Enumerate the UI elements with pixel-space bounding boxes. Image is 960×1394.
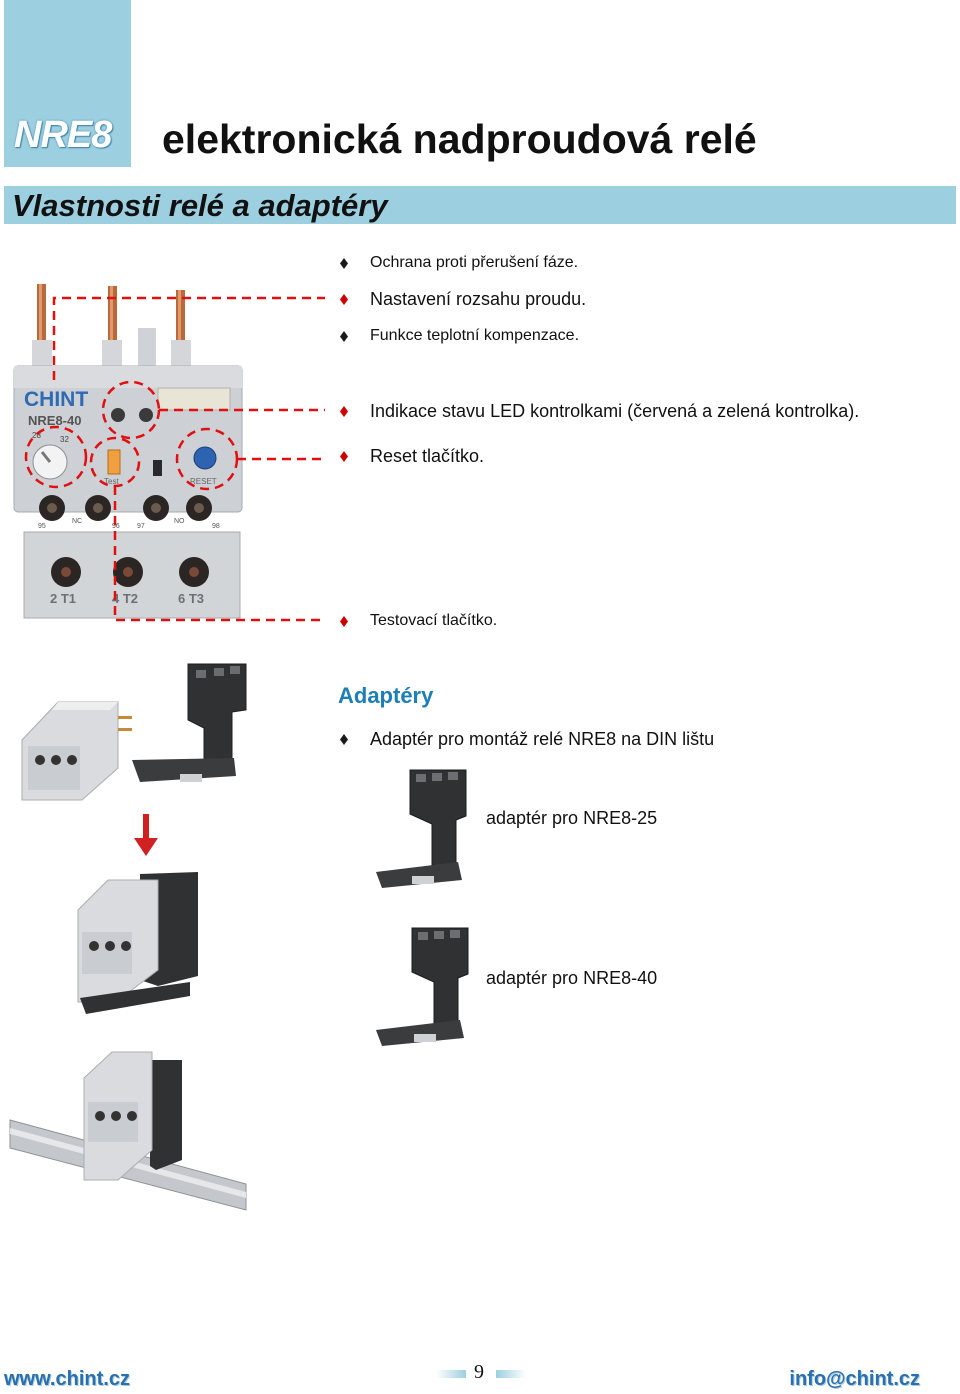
arrow-down-icon: [134, 814, 158, 856]
feature-item: Testovací tlačítko.: [340, 612, 497, 630]
terminal-96-label: 96: [112, 523, 120, 530]
relay-on-din-rail: [9, 1051, 247, 1211]
svg-text:28: 28: [32, 431, 41, 440]
adapter-caption: adaptér pro NRE8-40: [486, 968, 658, 988]
feature-item: Reset tlačítko.: [340, 446, 484, 467]
page-number-bar-right: [496, 1370, 526, 1378]
terminal-2t1-label: 2 T1: [50, 591, 76, 606]
feature-item: Nastavení rozsahu proudu.: [340, 289, 586, 310]
brand-label: CHINT: [24, 388, 88, 411]
section-title: Vlastnosti relé a adaptéry: [12, 188, 388, 223]
test-button-icon: [107, 449, 121, 475]
bullet-diamond-icon: [340, 257, 348, 269]
terminal-6t3-label: 6 T3: [178, 591, 204, 606]
feature-text: Testovací tlačítko.: [370, 612, 498, 629]
feature-item: Funkce teplotní kompenzace.: [340, 327, 579, 345]
relay-photo: CHINT NRE8-40 28 32 Test RESET 95 NC 96 …: [13, 284, 325, 622]
footer-website-link[interactable]: www.chint.cz: [4, 1368, 130, 1390]
adapter-unit: [132, 663, 247, 782]
aux-screws: [39, 495, 212, 521]
footer-email-link[interactable]: info@chint.cz: [789, 1368, 920, 1390]
adapter-bullet: Adaptér pro montáž relé NRE8 na DIN lišt…: [340, 729, 714, 750]
terminal-4t2-label: 4 T2: [112, 591, 138, 606]
bullet-diamond-icon: [340, 734, 348, 745]
adapter-bullet-text: Adaptér pro montáž relé NRE8 na DIN lišt…: [370, 729, 715, 749]
bullet-diamond-icon: [340, 615, 348, 627]
adapter-montage-photo: [9, 663, 247, 1211]
adapter-nre8-40-photo: [376, 927, 469, 1046]
terminal-no-label: NO: [174, 518, 185, 525]
relay-with-adapter: [77, 872, 198, 1014]
terminal-97-label: 97: [137, 523, 145, 530]
copper-terminals: [32, 284, 191, 376]
reset-label: RESET: [190, 477, 217, 486]
page-number-bar-left: [436, 1370, 466, 1378]
relay-unit: [21, 701, 132, 801]
product-logo: NRE8: [14, 114, 112, 156]
feature-text: Indikace stavu LED kontrolkami (červená …: [370, 401, 860, 421]
led-red-icon: [111, 408, 125, 422]
bullet-diamond-icon: [340, 406, 348, 417]
feature-text: Nastavení rozsahu proudu.: [370, 289, 587, 309]
reset-button-icon: [193, 446, 217, 470]
feature-text: Ochrana proti přerušení fáze.: [370, 254, 579, 271]
adapters-heading: Adaptéry: [338, 683, 434, 708]
test-label: Test: [104, 477, 119, 486]
feature-text: Funkce teplotní kompenzace.: [370, 327, 580, 344]
brand-logo-box: NRE8: [4, 0, 131, 167]
feature-item: Indikace stavu LED kontrolkami (červená …: [340, 401, 859, 422]
page-number: 9: [474, 1361, 484, 1383]
feature-item: Ochrana proti přerušení fáze.: [340, 254, 578, 272]
model-label: NRE8-40: [28, 413, 81, 428]
section-header: Vlastnosti relé a adaptéry: [4, 186, 956, 224]
bullet-diamond-icon: [340, 294, 348, 305]
bullet-diamond-icon: [340, 330, 348, 342]
page-title: elektronická nadproudová relé: [162, 116, 757, 162]
terminal-95-label: 95: [38, 523, 46, 530]
adapter-caption: adaptér pro NRE8-25: [486, 808, 658, 828]
svg-text:32: 32: [60, 435, 69, 444]
adapter-nre8-25-photo: [376, 769, 467, 888]
terminal-98-label: 98: [212, 523, 220, 530]
bullet-diamond-icon: [340, 451, 348, 462]
callout-lines: [24, 296, 325, 622]
led-green-icon: [139, 408, 153, 422]
terminal-nc-label: NC: [72, 518, 82, 525]
feature-text: Reset tlačítko.: [370, 446, 485, 466]
